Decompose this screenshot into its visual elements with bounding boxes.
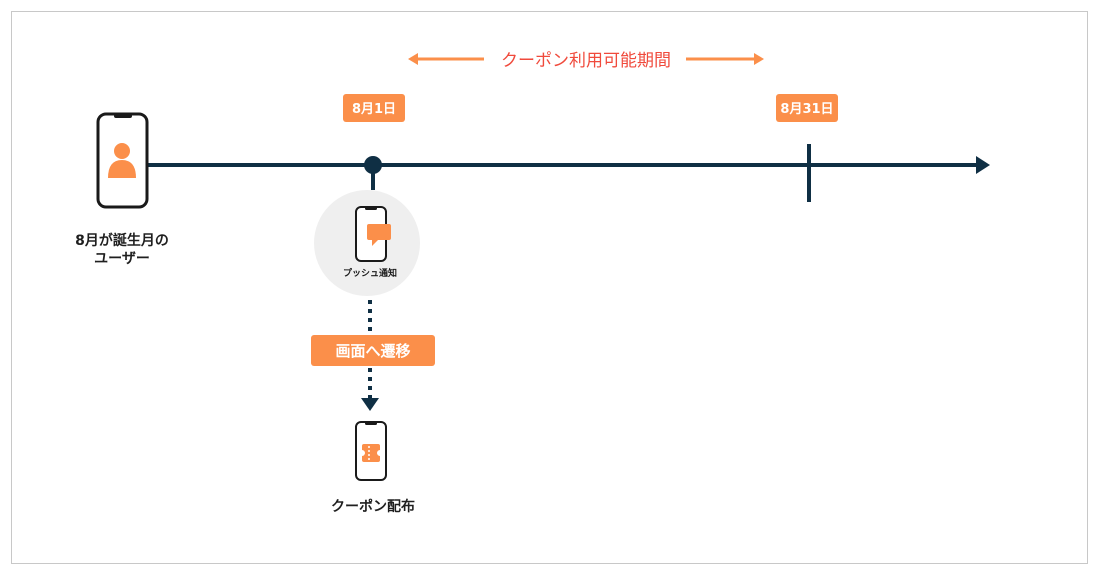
transition-badge: 画面へ遷移 — [311, 335, 435, 366]
diagram-frame — [11, 11, 1088, 564]
transition-connector — [361, 300, 379, 411]
end-date-badge: 8月31日 — [776, 94, 838, 122]
timeline-axis — [148, 144, 990, 202]
coupon-label: クーポン配布 — [331, 498, 415, 515]
coupon-period-label: クーポン利用可能期間 — [501, 51, 671, 71]
start-date-label: 8月1日 — [352, 102, 396, 117]
coupon-phone-icon — [355, 421, 387, 481]
push-notification-node: プッシュ通知 — [314, 190, 420, 296]
push-notification-label: プッシュ通知 — [343, 267, 397, 279]
user-label-line2: ユーザー — [94, 251, 150, 267]
transition-label: 画面へ遷移 — [335, 342, 410, 360]
coupon-ticket-icon — [359, 444, 383, 462]
coupon-period-arrow: クーポン利用可能期間 — [408, 51, 764, 71]
end-date-label: 8月31日 — [780, 102, 833, 117]
user-label-line1: 8月が誕生月の — [75, 232, 169, 249]
user-phone-icon — [96, 112, 149, 209]
push-notification-phone-icon — [355, 206, 391, 262]
start-date-badge: 8月1日 — [343, 94, 405, 122]
